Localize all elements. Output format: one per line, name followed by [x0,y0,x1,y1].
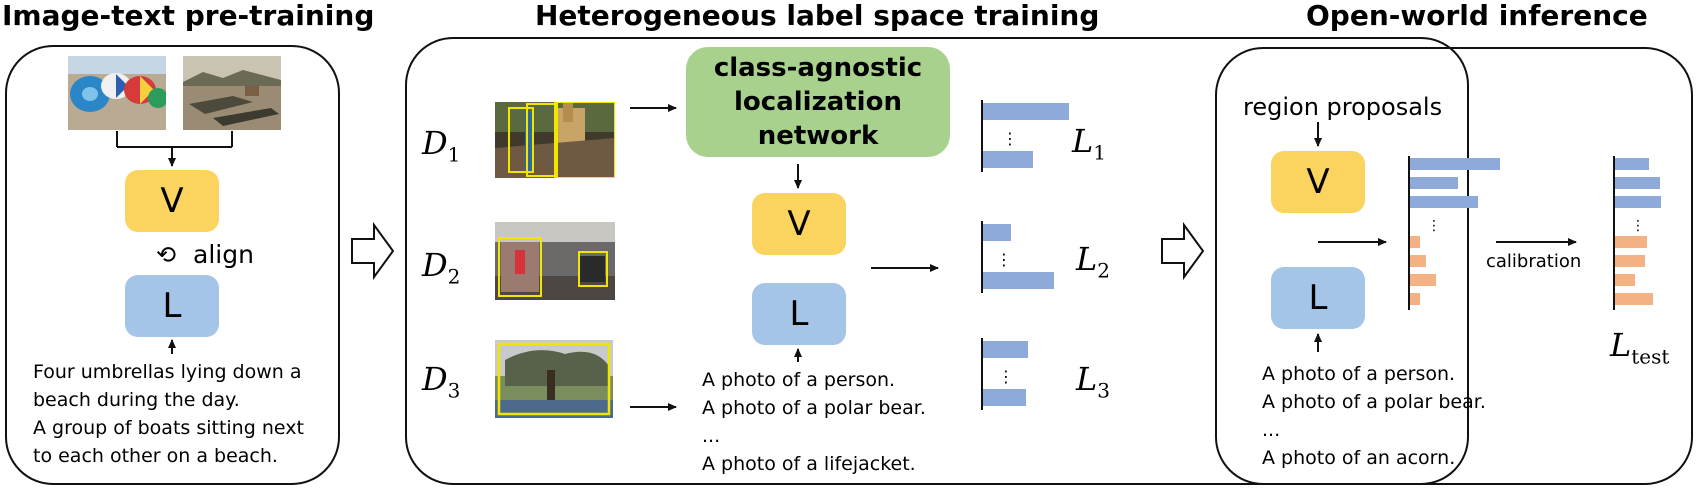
vision-encoder-label-3: V [1306,162,1330,202]
loss-label-3: L3 [1076,360,1110,403]
align-icon: ⟲ [156,241,177,269]
language-encoder-box: L [125,275,219,337]
dataset-label-3: D3 [422,360,461,403]
score-bar [1615,158,1649,170]
dataset-label-2: D2 [422,246,461,289]
prompt-line: ... [1262,419,1281,441]
score-bars-2: ⋮ [981,221,1054,293]
localization-line: class-agnostic [713,53,923,83]
score-bar [1615,177,1660,189]
language-encoder-label-3: L [1308,278,1328,318]
calibration-label: calibration [1486,251,1582,272]
prompt-line: A photo of a polar bear. [1262,391,1486,413]
caption-line: beach during the day. [33,389,240,411]
score-bar [1615,236,1647,248]
score-bar [983,103,1069,120]
score-bar [1615,196,1661,208]
umbrella-beach-image [68,56,166,130]
block-arrow-2 [1161,221,1205,281]
pretraining-image-merge-connector [116,131,233,148]
panel-heterogeneous [405,37,1469,485]
openworld-prompts: A photo of a person. A photo of a polar … [1262,360,1486,472]
dataset-image-2 [495,222,615,300]
loss-label-1: L1 [1072,122,1106,165]
score-bar [1410,293,1420,305]
dataset-label-1: D1 [422,124,461,167]
heterogeneous-prompts: A photo of a person. A photo of a polar … [702,366,926,478]
panel-pretraining [5,45,340,485]
score-bar [983,151,1033,168]
prompt-line: A photo of a person. [1262,363,1456,385]
dataset-image-3 [495,340,613,418]
caption-line: Four umbrellas lying down a [33,361,302,383]
localization-line: localization [734,87,902,117]
align-label: align [193,240,254,269]
caption-line: to each other on a beach. [33,445,278,467]
score-bar [1410,236,1420,248]
score-bar [983,224,1011,241]
svg-text:⋮: ⋮ [1427,218,1441,234]
score-bars-3: ⋮ [981,338,1028,410]
panel-openworld [1215,47,1693,485]
localization-line: network [757,121,879,151]
score-bar [1615,255,1645,267]
prompt-line: A photo of a polar bear. [702,397,926,419]
dataset-image-1 [495,102,615,178]
calibrated-score-bars: ⋮ [1613,156,1661,310]
score-bars-1: ⋮ [981,100,1069,172]
svg-text:⋮: ⋮ [996,250,1012,269]
score-bar [1410,274,1436,286]
svg-text:⋮: ⋮ [1002,129,1018,148]
vision-encoder-label: V [160,181,184,221]
prompt-line: A photo of a lifejacket. [702,453,916,475]
prompt-line: ... [702,425,721,447]
svg-text:⋮: ⋮ [998,367,1014,386]
prompt-line: A photo of an acorn. [1262,447,1456,469]
score-bar [1410,177,1458,189]
loss-label-2: L2 [1076,240,1110,283]
vision-encoder-label-2: V [787,204,811,244]
boats-beach-image [183,56,281,130]
svg-text:⋮: ⋮ [1631,218,1645,234]
score-bar [983,341,1028,358]
test-loss-label: Ltest [1610,326,1670,369]
score-bar [1410,196,1478,208]
score-bar [1410,158,1500,170]
vision-encoder-box-3: V [1271,151,1365,213]
score-bar [983,389,1026,406]
title-openworld: Open-world inference [1306,0,1648,32]
caption-line: A group of boats sitting next [33,417,304,439]
language-encoder-box-2: L [752,283,846,345]
score-bar [983,272,1054,289]
block-arrow-1 [351,221,395,281]
vision-encoder-box: V [125,170,219,232]
pretraining-captions: Four umbrellas lying down a beach during… [33,358,304,470]
language-encoder-label-2: L [789,294,809,334]
language-encoder-box-3: L [1271,267,1365,329]
score-bar [1615,274,1635,286]
score-bar [1410,255,1426,267]
region-proposals-label: region proposals [1243,93,1443,121]
language-encoder-label: L [162,286,182,326]
score-bar [1615,293,1653,305]
vision-encoder-box-2: V [752,193,846,255]
prompt-line: A photo of a person. [702,369,896,391]
localization-network-box: class-agnostic localization network [686,47,950,157]
title-heterogeneous: Heterogeneous label space training [535,0,1100,32]
raw-score-bars: ⋮ [1408,156,1500,310]
title-pretraining: Image-text pre-training [2,0,375,32]
